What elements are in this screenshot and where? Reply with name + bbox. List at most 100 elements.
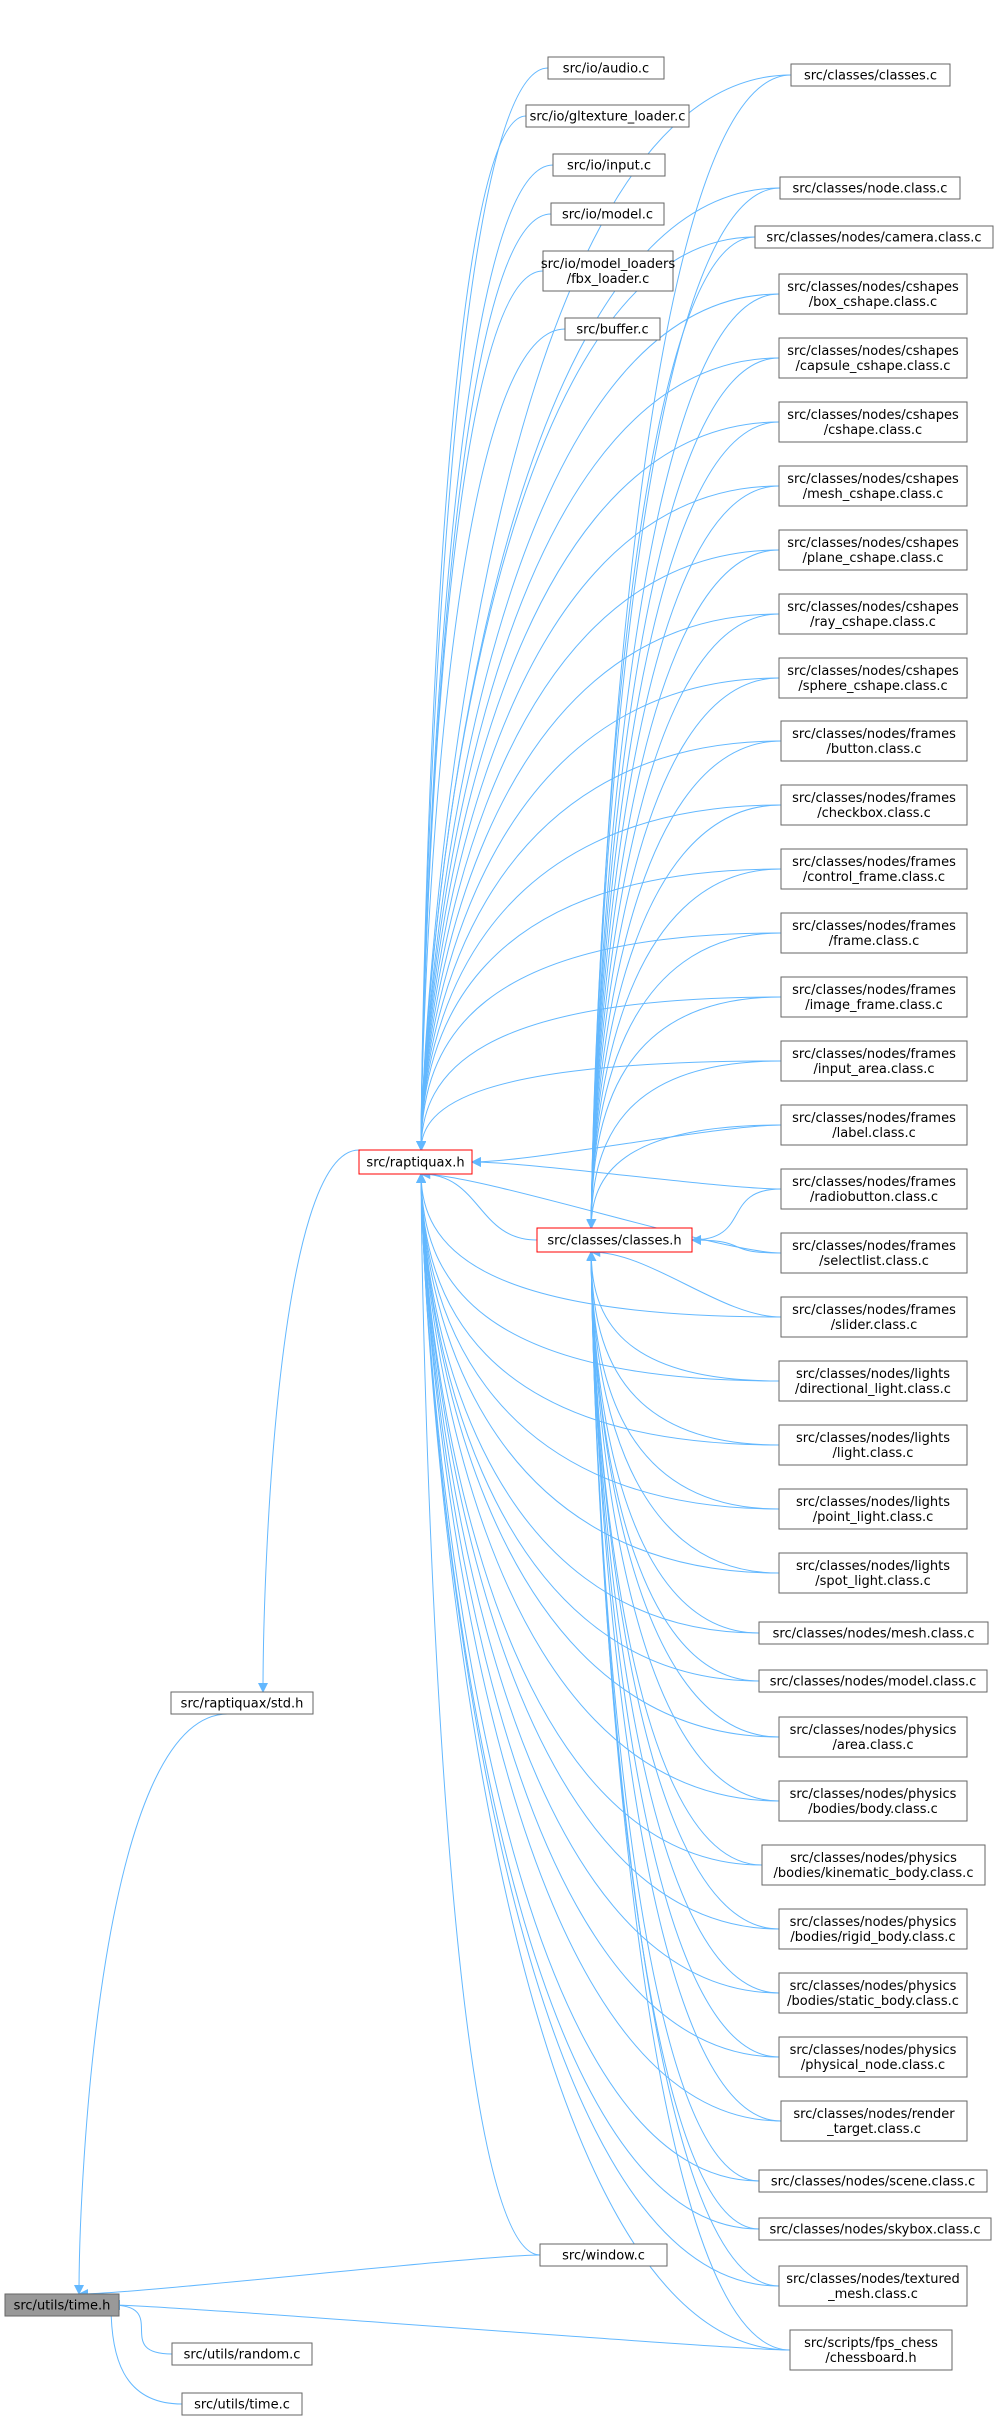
node-label: /plane_cshape.class.c [802,551,943,566]
node-label-c[interactable]: src/classes/nodes/frames/label.class.c [780,1104,968,1146]
node-static-c[interactable]: src/classes/nodes/physics/bodies/static_… [778,1972,968,2014]
node-light-c[interactable]: src/classes/nodes/lights/light.class.c [778,1424,968,1466]
node-label: /capsule_cshape.class.c [796,359,951,374]
node-classes-c[interactable]: src/classes/classes.c [790,63,951,87]
node-area-c[interactable]: src/classes/nodes/physics/area.class.c [778,1716,968,1758]
node-skybox-c[interactable]: src/classes/nodes/skybox.class.c [758,2217,992,2241]
node-label: /physical_node.class.c [801,2058,945,2073]
node-box [778,401,968,443]
edge-image-c-to-raptiquax-h [416,996,782,1151]
node-box [780,720,968,762]
edge-frame-c-to-classes-h [586,932,782,1229]
node-input-c[interactable]: src/io/input.c [552,153,666,177]
node-radio-c[interactable]: src/classes/nodes/frames/radiobutton.cla… [780,1168,968,1210]
edge-spotlight-c-to-classes-h [586,1251,780,1574]
node-spotlight-c[interactable]: src/classes/nodes/lights/spot_light.clas… [778,1552,968,1594]
node-box [761,1844,986,1886]
node-label: src/io/model.c [562,208,653,223]
node-box [780,1232,968,1274]
edge-node-c-to-classes-h [586,187,781,1229]
node-rigid-c[interactable]: src/classes/nodes/physics/bodies/rigid_b… [778,1908,968,1950]
node-time-h[interactable]: src/utils/time.h [4,2293,120,2317]
edge-radio-c-to-raptiquax-h [471,1157,782,1190]
node-box [778,593,968,635]
node-label: src/classes/nodes/lights [796,1559,950,1574]
node-label: src/utils/random.c [184,2348,301,2363]
edge-static-c-to-classes-h [586,1251,780,1994]
node-buffer-c[interactable]: src/buffer.c [564,317,661,341]
node-label: /chessboard.h [825,2351,916,2366]
node-checkbox-c[interactable]: src/classes/nodes/frames/checkbox.class.… [780,784,968,826]
node-chess-h[interactable]: src/scripts/fps_chess/chessboard.h [789,2329,953,2371]
node-label: src/classes/nodes/frames [792,1047,956,1062]
node-label: src/classes/nodes/physics [790,1979,957,1994]
node-camera-c[interactable]: src/classes/nodes/camera.class.c [754,225,994,249]
node-box [789,2329,953,2371]
node-label: src/window.c [562,2249,645,2264]
node-cshape-c[interactable]: src/classes/nodes/cshapes/cshape.class.c [778,401,968,443]
node-model-c[interactable]: src/io/model.c [550,202,665,226]
node-label: src/classes/nodes/frames [792,1175,956,1190]
node-label: /slider.class.c [831,1318,917,1333]
node-classes-h[interactable]: src/classes/classes.h [536,1227,693,1253]
node-image-c[interactable]: src/classes/nodes/frames/image_frame.cla… [780,976,968,1018]
node-std-h[interactable]: src/raptiquax/std.h [170,1691,314,1715]
node-ray-cs[interactable]: src/classes/nodes/cshapes/ray_cshape.cla… [778,593,968,635]
node-time-c[interactable]: src/utils/time.c [181,2392,303,2416]
node-pointlight-c[interactable]: src/classes/nodes/lights/point_light.cla… [778,1488,968,1530]
node-mesh-c[interactable]: src/classes/nodes/mesh.class.c [758,1621,989,1645]
node-box-cs[interactable]: src/classes/nodes/cshapes/box_cshape.cla… [778,273,968,315]
edge-light-c-to-classes-h [586,1251,780,1446]
node-label: src/classes/nodes/frames [792,1111,956,1126]
node-box [536,1227,693,1253]
edge-label-c-to-classes-h [586,1124,782,1229]
node-scene-c[interactable]: src/classes/nodes/scene.class.c [758,2169,988,2193]
node-gltexture-c[interactable]: src/io/gltexture_loader.c [525,104,690,128]
node-label: /point_light.class.c [813,1510,934,1525]
node-sphere-cs[interactable]: src/classes/nodes/cshapes/sphere_cshape.… [778,657,968,699]
node-label: src/classes/classes.c [804,69,937,84]
node-box [778,529,968,571]
edge-physnode-c-to-raptiquax-h [416,1173,780,2058]
node-capsule-cs[interactable]: src/classes/nodes/cshapes/capsule_cshape… [778,337,968,379]
node-fbx-c[interactable]: src/io/model_loaders/fbx_loader.c [541,250,675,292]
node-label: /box_cshape.class.c [809,295,937,310]
node-button-c[interactable]: src/classes/nodes/frames/button.class.c [780,720,968,762]
node-random-c[interactable]: src/utils/random.c [171,2342,313,2366]
node-body-c[interactable]: src/classes/nodes/physics/bodies/body.cl… [778,1780,968,1822]
node-audio-c[interactable]: src/io/audio.c [547,56,665,80]
edge-capsule-cs-to-classes-h [586,357,780,1229]
node-control-c[interactable]: src/classes/nodes/frames/control_frame.c… [780,848,968,890]
edge-physnode-c-to-classes-h [586,1251,780,2058]
node-window-c[interactable]: src/window.c [539,2243,668,2267]
node-node-c[interactable]: src/classes/node.class.c [779,176,961,200]
edge-render-c-to-classes-h [586,1251,782,2122]
node-physnode-c[interactable]: src/classes/nodes/physics/physical_node.… [778,2036,968,2078]
node-raptiquax-h[interactable]: src/raptiquax.h [358,1149,473,1175]
node-label: src/classes/nodes/frames [792,919,956,934]
node-inputarea-c[interactable]: src/classes/nodes/frames/input_area.clas… [780,1040,968,1082]
node-mesh-cs[interactable]: src/classes/nodes/cshapes/mesh_cshape.cl… [778,465,968,507]
node-label: src/classes/nodes/physics [790,1851,957,1866]
edge-area-c-to-raptiquax-h [416,1173,780,1738]
node-kinematic-c[interactable]: src/classes/nodes/physics/bodies/kinemat… [761,1844,986,1886]
node-slider-c[interactable]: src/classes/nodes/frames/slider.class.c [780,1296,968,1338]
node-dirlight-c[interactable]: src/classes/nodes/lights/directional_lig… [778,1360,968,1402]
edge-input-c-to-raptiquax-h [416,164,554,1151]
node-box [550,202,665,226]
node-textured-c[interactable]: src/classes/nodes/textured_mesh.class.c [778,2265,968,2307]
node-box [780,1040,968,1082]
node-box [778,337,968,379]
node-label: src/classes/nodes/cshapes [787,280,959,295]
node-box [780,848,968,890]
node-render-c[interactable]: src/classes/nodes/render_target.class.c [780,2100,968,2142]
node-plane-cs[interactable]: src/classes/nodes/cshapes/plane_cshape.c… [778,529,968,571]
edge-inputarea-c-to-raptiquax-h [416,1060,782,1151]
node-modelclass-c[interactable]: src/classes/nodes/model.class.c [758,1669,988,1693]
node-frame-c[interactable]: src/classes/nodes/frames/frame.class.c [780,912,968,954]
edge-textured-c-to-raptiquax-h [416,1173,780,2287]
edge-area-c-to-classes-h [586,1251,780,1738]
node-box [758,2169,988,2193]
node-select-c[interactable]: src/classes/nodes/frames/selectlist.clas… [780,1232,968,1274]
node-box [754,225,994,249]
